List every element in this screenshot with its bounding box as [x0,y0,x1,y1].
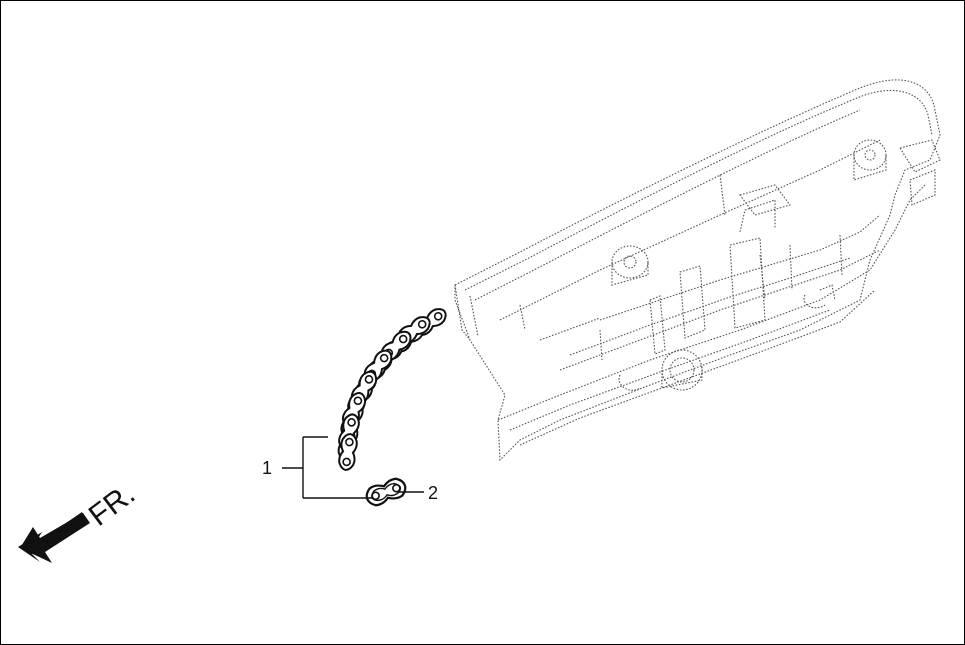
chain-guard [454,79,941,462]
callout-1: 1 [262,458,273,478]
drive-chain [335,304,451,472]
master-link [365,477,407,507]
callout-leaders [282,436,424,499]
callout-2: 2 [428,483,439,503]
front-arrow-icon [18,512,90,563]
